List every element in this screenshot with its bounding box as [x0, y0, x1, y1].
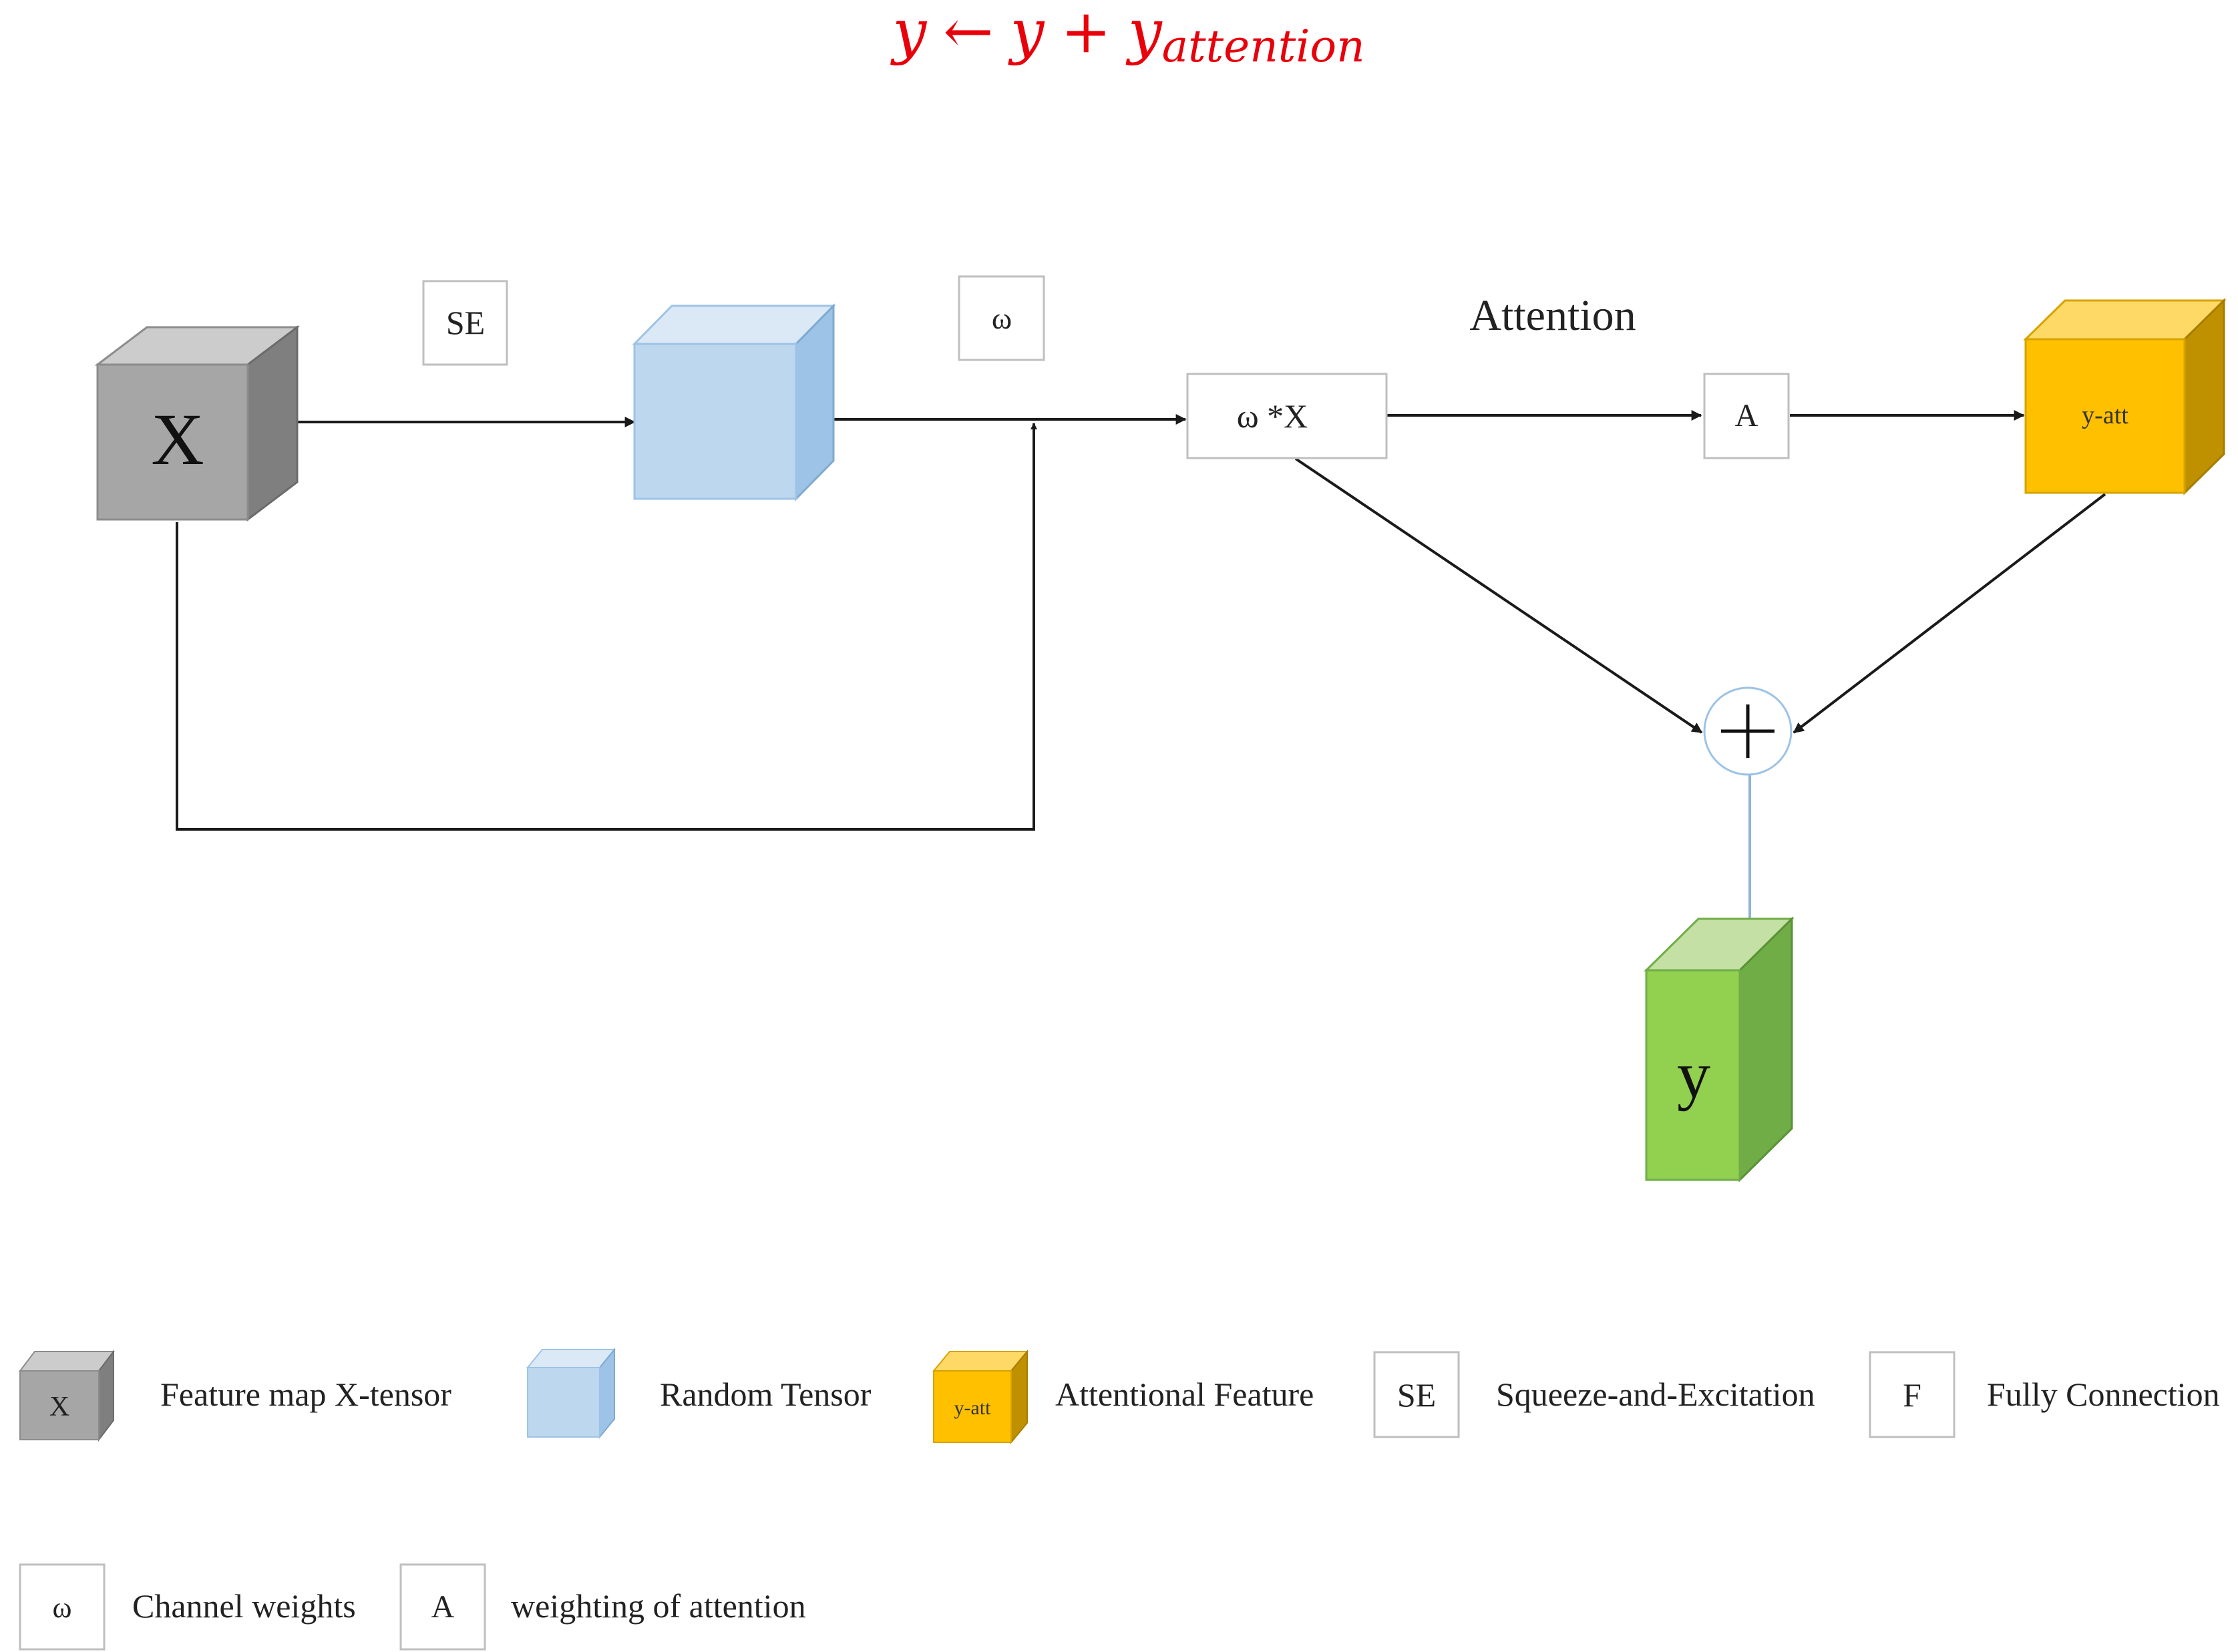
- formula-subscript: attention: [1162, 21, 1365, 72]
- yatt-cube-front: [2024, 338, 2186, 494]
- legend-label-attentional-feature: Attentional Feature: [1055, 1376, 1314, 1413]
- random-cube-front: [633, 343, 797, 500]
- omega-box: ω: [958, 275, 1045, 361]
- formula-arrow: ←: [943, 0, 993, 67]
- x-cube-front: [96, 363, 249, 521]
- legend-label-random-tensor: Random Tensor: [660, 1376, 872, 1413]
- formula-y2: y: [1008, 0, 1045, 67]
- legend-swatch-feature-map-text: X: [49, 1392, 69, 1422]
- legend-label-f: Fully Connection: [1987, 1376, 2220, 1413]
- a-box: A: [1703, 373, 1790, 459]
- legend-swatch-omega-text: ω: [53, 1591, 72, 1624]
- legend-swatch-attentional-feature-text: y-att: [954, 1397, 992, 1419]
- legend-swatch-random-tensor: [526, 1348, 616, 1439]
- y-cube-front: [1645, 969, 1741, 1181]
- omega-x-label: ω *X: [1237, 397, 1308, 435]
- plus-node: [1703, 686, 1793, 776]
- legend-label-omega: Channel weights: [132, 1587, 356, 1625]
- y-cube: y: [1644, 916, 1795, 1183]
- omega-box-label: ω: [992, 301, 1012, 335]
- legend-swatch-omega: ω: [19, 1563, 106, 1651]
- y-cube-label: y: [1677, 1038, 1710, 1112]
- legend-swatch-a-text: A: [431, 1589, 455, 1625]
- omega-x-box: ω *X: [1186, 373, 1388, 459]
- formula-y3: y: [1125, 0, 1163, 67]
- x-cube: X: [94, 325, 301, 522]
- legend-swatch-a: A: [399, 1563, 486, 1651]
- yatt-cube-label: y-att: [2082, 401, 2128, 429]
- connectors: [176, 410, 2106, 831]
- legend-swatch-f: F: [1869, 1351, 1955, 1438]
- legend-label-se: Squeeze-and-Excitation: [1496, 1376, 1815, 1413]
- legend: X Feature map X-tensor Random Tensor y-a…: [18, 1348, 2220, 1651]
- y-att-cube: y-att: [2023, 298, 2227, 495]
- legend-label-a: weighting of attention: [511, 1587, 806, 1625]
- attention-label: Attention: [1469, 291, 1636, 340]
- edge-x-skip: [176, 423, 1037, 831]
- legend-label-feature-map: Feature map X-tensor: [160, 1376, 451, 1413]
- se-box: SE: [422, 280, 508, 366]
- random-tensor-cube: [632, 303, 836, 501]
- a-box-label: A: [1735, 398, 1758, 433]
- formula-plus: +: [1061, 0, 1111, 67]
- edge-yatt-to-plus: [1793, 493, 2106, 734]
- legend-swatch-feature-map: X: [18, 1350, 116, 1442]
- edge-omegax-to-plus: [1294, 457, 1703, 734]
- formula: y←y+yattention: [890, 0, 1364, 72]
- formula-y: y: [890, 0, 927, 67]
- se-box-label: SE: [446, 304, 485, 341]
- x-cube-label: X: [151, 399, 204, 480]
- legend-swatch-f-text: F: [1903, 1376, 1921, 1414]
- legend-swatch-se-text: SE: [1397, 1376, 1436, 1414]
- legend-swatch-attentional-feature: y-att: [932, 1350, 1029, 1444]
- legend-swatch-se: SE: [1373, 1351, 1460, 1438]
